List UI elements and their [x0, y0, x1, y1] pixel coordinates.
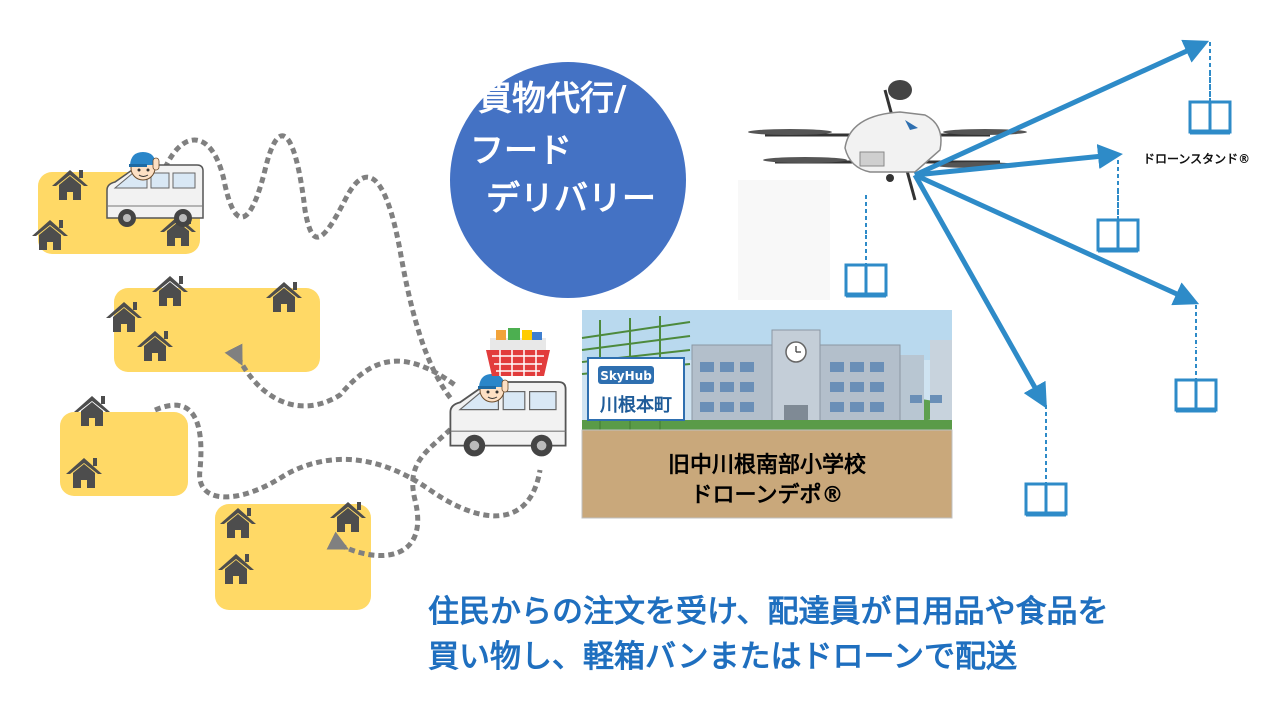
school-name-line-1: 旧中川根南部小学校 [668, 452, 867, 478]
service-line-2: フード [470, 131, 572, 171]
school-name-line-2: ドローンデポ® [691, 482, 844, 508]
shopping-basket-icon [486, 328, 550, 376]
caption-line-2: 買い物し、軽箱バンまたはドローンで配送 [428, 639, 1017, 675]
drone-stands [846, 42, 1230, 514]
delivery-van-depot [449, 373, 567, 458]
service-line-1: 買物代行/ [478, 79, 627, 119]
drone-stand-label: ドローンスタンド® [1143, 152, 1250, 166]
service-circle [450, 62, 686, 298]
caption: 住民からの注文を受け、配達員が日用品や食品を 買い物し、軽箱バンまたはドローンで… [428, 590, 1268, 680]
caption-line-1: 住民からの注文を受け、配達員が日用品や食品を [428, 594, 1109, 630]
sign-name: 川根本町 [599, 394, 672, 416]
sign-logo: SkyHub [600, 369, 652, 383]
residential-area-4 [215, 504, 371, 610]
drone-icon [738, 80, 1027, 300]
service-line-3: デリバリー [486, 179, 656, 219]
delivery-van-top [106, 151, 204, 228]
depot-sign: SkyHub 川根本町 [587, 357, 685, 421]
drone-routes [912, 39, 1210, 409]
van-routes [154, 133, 543, 558]
